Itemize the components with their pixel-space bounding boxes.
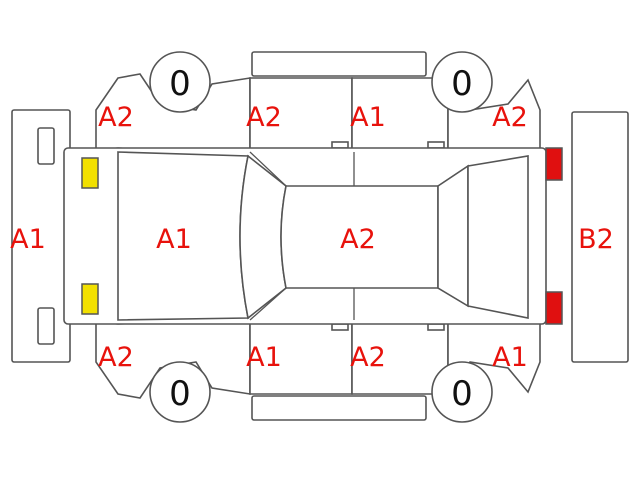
code-bottom-rear-door: A2: [350, 342, 386, 373]
tire-value: 0: [169, 374, 191, 414]
tire-rear-left[interactable]: 0: [431, 51, 493, 113]
code-top-front-fender: A2: [98, 102, 134, 133]
roof[interactable]: [280, 185, 439, 289]
code-roof: A2: [340, 224, 376, 255]
tail-lamp-bottom[interactable]: [545, 291, 563, 325]
code-bottom-front-fender: A2: [98, 342, 134, 373]
tire-value: 0: [451, 64, 473, 104]
door-handle: [427, 141, 445, 149]
code-front-bumper: A1: [10, 224, 46, 255]
code-bottom-front-door: A1: [246, 342, 282, 373]
door-handle: [331, 141, 349, 149]
code-rear-bumper: B2: [578, 224, 614, 255]
rear-bumper[interactable]: [571, 111, 629, 363]
tire-value: 0: [451, 374, 473, 414]
side-step-bottom[interactable]: [251, 395, 427, 421]
headlamp-top[interactable]: [81, 157, 99, 189]
code-bottom-rear-fender: A1: [492, 342, 528, 373]
tail-lamp-top[interactable]: [545, 147, 563, 181]
door-handle: [427, 323, 445, 331]
tire-front-left[interactable]: 0: [149, 51, 211, 113]
bottom-side-panels: [95, 317, 541, 399]
headlamp-bottom[interactable]: [81, 283, 99, 315]
code-bonnet: A1: [156, 224, 192, 255]
code-top-rear-door: A1: [350, 102, 386, 133]
rear-window[interactable]: [437, 164, 469, 308]
code-top-rear-fender: A2: [492, 102, 528, 133]
tire-front-right[interactable]: 0: [149, 361, 211, 423]
door-handle: [331, 323, 349, 331]
code-top-front-door: A2: [246, 102, 282, 133]
tire-rear-right[interactable]: 0: [431, 361, 493, 423]
side-step-top[interactable]: [251, 51, 427, 77]
trunk[interactable]: [467, 155, 529, 319]
tire-value: 0: [169, 64, 191, 104]
car-body-top-view: [63, 147, 547, 325]
